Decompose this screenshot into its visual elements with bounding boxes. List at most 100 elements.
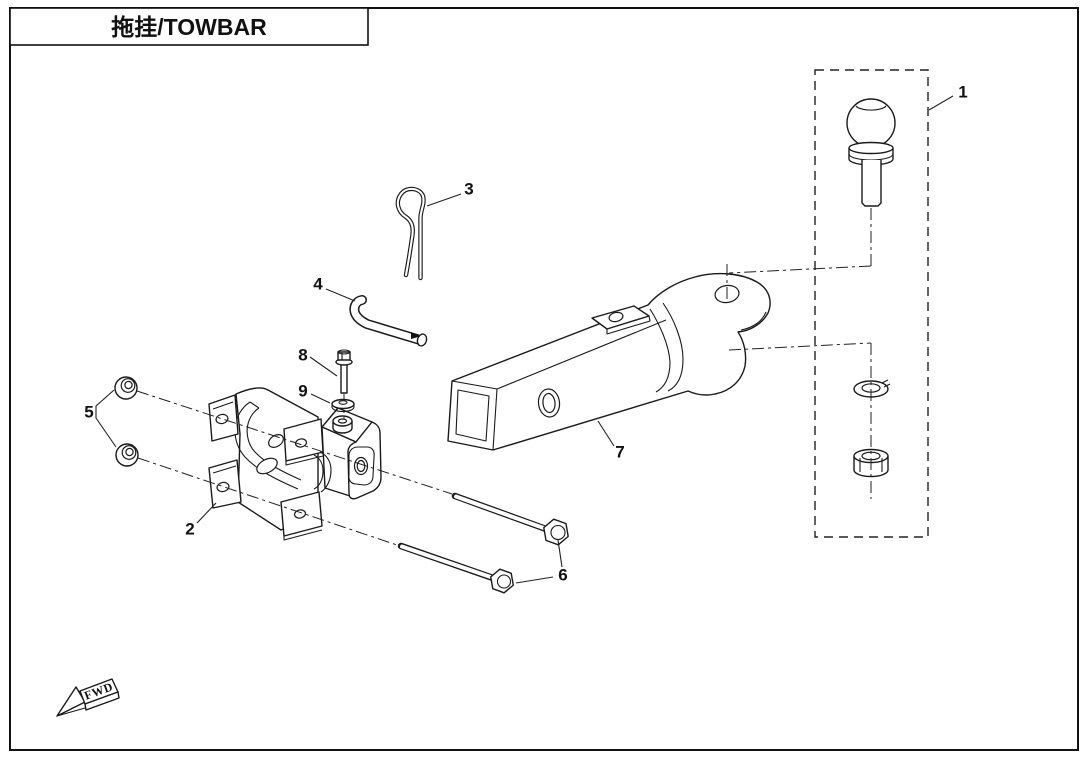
tube-side-hole-inner <box>542 392 556 414</box>
tube-tab-thickness <box>606 315 651 335</box>
bracket-upper-ear-hole <box>215 413 229 425</box>
nut5a-lip <box>115 391 130 400</box>
leader-5 <box>95 389 117 448</box>
page-title: 拖挂/TOWBAR <box>111 14 267 40</box>
receiver-pin-hole-inner <box>356 459 366 473</box>
neck-curve-outer <box>649 308 671 393</box>
callout-8: 8 <box>298 346 307 365</box>
leader-8 <box>309 356 338 377</box>
callout-5: 5 <box>84 403 93 422</box>
lobe-thickness-line <box>740 311 767 331</box>
callout-leaders <box>95 95 954 584</box>
socket-lip-inner <box>313 454 324 490</box>
centerlines <box>136 208 872 547</box>
fwd-arrowhead <box>56 686 86 717</box>
ball-shank <box>861 160 882 207</box>
washer9-center <box>338 400 348 405</box>
top-boss-hole <box>337 418 348 424</box>
receiver-upper-flange-hole <box>294 438 308 448</box>
bolt6b-shaft-fill <box>400 544 494 580</box>
tube-opening <box>455 389 490 442</box>
part-4-hitch-pin <box>349 295 428 347</box>
flange-nut-upper <box>114 376 138 400</box>
centerline-upper-bolt-axis <box>136 390 453 495</box>
tube-ridge-line <box>496 319 667 390</box>
r-clip-wire-fill <box>396 187 425 280</box>
centerline-lower-bolt-axis <box>137 457 401 547</box>
part-9-washer <box>331 398 355 413</box>
bolt6b-head-face <box>496 574 512 589</box>
leader-4 <box>325 288 356 302</box>
leader-7 <box>597 420 615 447</box>
ball-sphere <box>846 98 896 148</box>
bolt6a-shaft-fill <box>454 494 547 531</box>
callout-1: 1 <box>958 83 967 102</box>
leader-3 <box>426 193 462 207</box>
bolt6a-head-face <box>550 524 566 541</box>
callout-6: 6 <box>558 566 567 585</box>
part-2-mount-bracket <box>208 387 319 531</box>
title-box <box>9 7 369 46</box>
leader-6 <box>515 539 563 584</box>
nut5a-hole <box>124 380 133 390</box>
centerline-hole-to-nut <box>728 342 872 351</box>
fwd-direction-arrow: FWD <box>56 678 120 717</box>
nut5b-lip <box>116 458 131 467</box>
tube-end-right-edge <box>492 388 498 451</box>
lock-washer <box>853 379 891 398</box>
bracket-oval-hole-lower <box>256 457 278 475</box>
bracket-oval-hole-upper <box>268 434 284 448</box>
bracket-lower-ear-flange-line <box>212 465 237 474</box>
part-1-boundary-box <box>814 69 929 538</box>
tube-silhouette <box>447 272 771 451</box>
leader-2 <box>196 502 217 524</box>
tube-end-top-edge <box>451 380 498 390</box>
bolt6-lower <box>397 542 514 594</box>
flange-nut-lower <box>115 443 139 467</box>
part-7-towbar-tube <box>447 272 771 451</box>
callout-7: 7 <box>615 443 624 462</box>
hitch-pin-fill <box>350 296 424 344</box>
page-border <box>9 7 1079 751</box>
callout-3: 3 <box>464 180 473 199</box>
bracket-upper-ear-flange-line <box>212 401 234 410</box>
lock-washer-split-2 <box>883 383 891 388</box>
bracket-plate <box>235 387 319 531</box>
receiver-upper-flange-thickness <box>285 455 324 466</box>
callout-2: 2 <box>185 520 194 539</box>
washer9-thickness <box>331 404 355 413</box>
leader-9 <box>310 393 331 404</box>
bolt8-shaft <box>340 363 348 394</box>
bolt6b-head <box>490 568 514 594</box>
socket-lip-outer <box>319 451 332 493</box>
bracket-cutout-edge <box>249 401 260 409</box>
bolt8-head-top <box>337 349 351 355</box>
hitch-ball <box>846 98 896 207</box>
leader-1 <box>928 95 954 111</box>
receiver-pin-boss <box>348 446 375 486</box>
callout-9: 9 <box>298 382 307 401</box>
fwd-arrow-body-side <box>84 691 120 711</box>
tube-tab-hole <box>608 311 624 323</box>
part-8-flange-bolt <box>335 349 353 419</box>
ball-top-flat <box>855 105 887 111</box>
nut5b-hole <box>125 447 134 457</box>
bracket-u-cutout-inner <box>246 407 302 481</box>
receiver-mount-flanges <box>280 418 324 541</box>
hitch-pin-arrow-mark <box>411 332 420 339</box>
bolt6-upper <box>451 492 569 546</box>
bracket-u-cutout-outer <box>234 401 299 490</box>
part-5-flange-nuts <box>114 376 139 467</box>
part-6-bolts <box>397 492 569 594</box>
receiver-box <box>313 407 382 500</box>
hitch-pin-tip <box>416 333 428 347</box>
callout-4: 4 <box>313 275 323 294</box>
callout-numbers: 1 2 3 4 5 6 7 8 9 <box>84 83 967 585</box>
ball-collar-top <box>848 141 894 155</box>
neck-curve-inner <box>662 302 684 392</box>
bracket-lower-ear-hole <box>216 481 230 493</box>
receiver-lower-flange-thickness <box>283 529 323 541</box>
lock-washer-split-1 <box>881 379 889 384</box>
